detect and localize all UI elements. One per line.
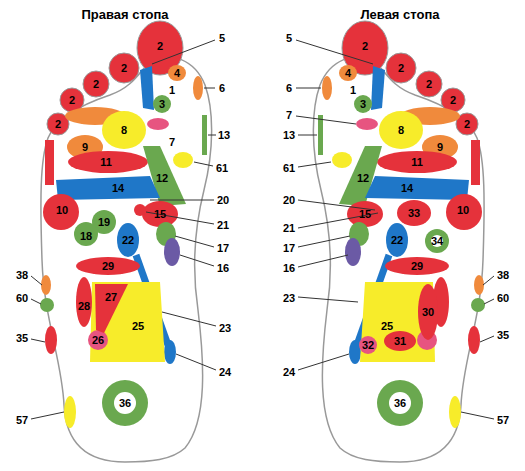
callout-number: 13 — [282, 129, 296, 141]
callout-number: 14 — [401, 182, 413, 194]
callout-number: 8 — [121, 124, 127, 136]
callout-number: 29 — [411, 260, 423, 272]
callout-number: 3 — [360, 98, 366, 110]
callout-number: 61 — [282, 162, 296, 174]
callout-number: 5 — [285, 32, 293, 44]
callout-number: 60 — [15, 292, 29, 304]
callout-number: 19 — [98, 216, 110, 228]
callout-number: 23 — [282, 292, 296, 304]
callout-number: 9 — [437, 141, 443, 153]
foot-heading: Правая стопа — [81, 7, 168, 22]
callout-number: 24 — [282, 366, 296, 378]
callout-number: 25 — [381, 320, 393, 332]
callout-number: 1 — [350, 84, 356, 96]
callout-number: 38 — [496, 269, 510, 281]
callout-number: 12 — [357, 172, 369, 184]
callout-number: 35 — [15, 332, 29, 344]
callout-number: 2 — [69, 94, 75, 106]
callout-number: 2 — [426, 78, 432, 90]
callout-number: 5 — [218, 32, 226, 44]
callout-number: 22 — [391, 234, 403, 246]
callout-number: 8 — [398, 124, 404, 136]
callout-number: 33 — [408, 207, 420, 219]
callout-number: 57 — [15, 414, 29, 426]
callout-number: 20 — [282, 194, 296, 206]
callout-number: 34 — [431, 235, 443, 247]
callout-number: 1 — [169, 84, 175, 96]
callout-number: 36 — [119, 397, 131, 409]
callout-number: 57 — [496, 414, 510, 426]
callout-number: 11 — [100, 156, 112, 168]
callout-number: 3 — [159, 98, 165, 110]
callout-number: 17 — [282, 242, 296, 254]
callout-number: 11 — [411, 156, 423, 168]
callout-number: 6 — [285, 82, 293, 94]
callout-number: 25 — [132, 320, 144, 332]
callout-number: 18 — [80, 230, 92, 242]
callout-number: 16 — [282, 262, 296, 274]
callout-number: 2 — [121, 62, 127, 74]
callout-number: 7 — [285, 109, 293, 121]
callout-number: 14 — [112, 182, 124, 194]
callout-number: 23 — [218, 322, 232, 334]
callout-number: 13 — [217, 129, 231, 141]
callout-number: 2 — [398, 62, 404, 74]
callout-number: 60 — [496, 292, 510, 304]
callout-number: 10 — [56, 204, 68, 216]
callout-number: 2 — [450, 94, 456, 106]
callout-number: 16 — [216, 262, 230, 274]
callout-number: 7 — [169, 136, 175, 148]
callout-number: 4 — [174, 67, 180, 79]
foot-heading: Левая стопа — [360, 7, 439, 22]
callout-number: 15 — [359, 208, 371, 220]
callout-number: 2 — [157, 40, 163, 52]
callout-number: 6 — [218, 82, 226, 94]
callout-number: 22 — [122, 234, 134, 246]
callout-number: 27 — [105, 291, 117, 303]
callout-number: 21 — [282, 222, 296, 234]
callout-number: 32 — [362, 339, 374, 351]
callout-number: 9 — [82, 141, 88, 153]
callout-number: 4 — [345, 67, 351, 79]
callout-number: 29 — [102, 260, 114, 272]
callout-number: 31 — [394, 335, 406, 347]
callout-number: 61 — [215, 162, 229, 174]
callout-number: 30 — [422, 306, 434, 318]
callout-number: 28 — [78, 300, 90, 312]
callout-number: 2 — [362, 40, 368, 52]
callout-number: 24 — [218, 366, 232, 378]
callout-number: 36 — [394, 397, 406, 409]
callout-number: 2 — [464, 118, 470, 130]
callout-number: 20 — [216, 194, 230, 206]
callout-number: 21 — [216, 219, 230, 231]
callout-number: 26 — [92, 334, 104, 346]
callout-number: 35 — [496, 329, 510, 341]
callout-number: 2 — [93, 78, 99, 90]
callout-number: 38 — [15, 269, 29, 281]
callout-number: 12 — [156, 172, 168, 184]
callout-number: 10 — [457, 204, 469, 216]
callout-number: 2 — [55, 118, 61, 130]
callout-number: 17 — [216, 242, 230, 254]
callout-number: 15 — [154, 208, 166, 220]
